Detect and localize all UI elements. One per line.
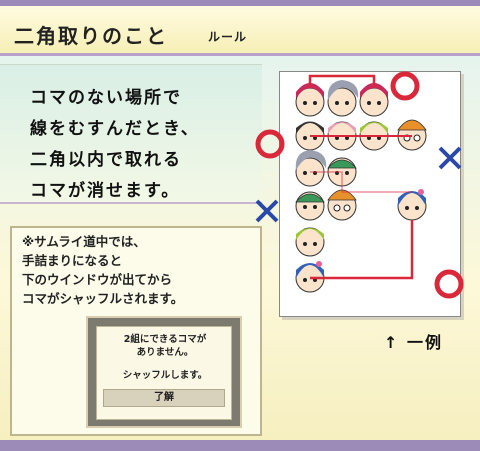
rule-line: 線をむすんだとき、 — [30, 119, 200, 139]
note-line: ※サムライ道中では、 — [22, 234, 146, 249]
connection-path-valid — [308, 74, 376, 88]
gray-hair-girl-icon — [327, 80, 359, 117]
rule-text: コマのない場所で 線をむすんだとき、 二角以内で取れる コマが消せます。 — [30, 83, 200, 207]
example-board — [279, 71, 461, 317]
note-line: 手詰まりになると — [22, 253, 123, 268]
bottom-border — [0, 440, 480, 451]
rule-panel: コマのない場所で 線をむすんだとき、 二角以内で取れる コマが消せます。 — [0, 64, 262, 204]
orange-hair-boy-icon — [327, 189, 357, 221]
green-cap-boy-icon — [295, 191, 325, 221]
note-text: ※サムライ道中では、 手詰まりになると 下のウインドウが出てから コマがシャッフ… — [22, 232, 183, 308]
main-area: コマのない場所で 線をむすんだとき、 二角以内で取れる コマが消せます。 ※サム… — [0, 56, 480, 440]
note-line: 下のウインドウが出てから — [22, 272, 173, 287]
rule-line: コマのない場所で — [30, 88, 182, 108]
blue-hair-girl-icon — [295, 261, 325, 293]
title-band: 二角取りのこと ルール — [0, 6, 480, 56]
rule-line: 二角以内で取れる — [30, 150, 182, 170]
dialog-message-line: ありません。 — [136, 347, 194, 358]
dialog-message: 2組にできるコマが ありません。 — [97, 333, 233, 359]
page-title: 二角取りのこと — [14, 24, 168, 48]
gray-hair-girl-icon — [295, 150, 327, 187]
ok-button[interactable]: 了解 — [103, 389, 225, 407]
dialog-message-line: 2組にできるコマが — [123, 334, 207, 345]
page-subtitle: ルール — [208, 30, 248, 44]
board-illustration — [295, 74, 427, 293]
blue-hair-girl-icon — [397, 189, 427, 221]
green-hair-boy-icon — [295, 227, 325, 257]
connection-path-valid — [310, 220, 414, 280]
invalid-cross-icon — [255, 199, 279, 223]
dialog-body: 2組にできるコマが ありません。 シャッフルします。 了解 — [96, 326, 232, 420]
top-border — [0, 0, 480, 6]
connection-path-invalid — [310, 171, 412, 193]
dialog-shuffle-text: シャッフルします。 — [122, 370, 208, 381]
red-hair-girl-icon — [295, 83, 325, 117]
example-label: ↑ 一例 — [384, 333, 443, 352]
rule-line: コマが消せます。 — [30, 181, 181, 201]
note-panel: ※サムライ道中では、 手詰まりになると 下のウインドウが出てから コマがシャッフ… — [10, 226, 262, 436]
shuffle-dialog: 2組にできるコマが ありません。 シャッフルします。 了解 — [86, 316, 242, 428]
note-line: コマがシャッフルされます。 — [22, 291, 184, 306]
